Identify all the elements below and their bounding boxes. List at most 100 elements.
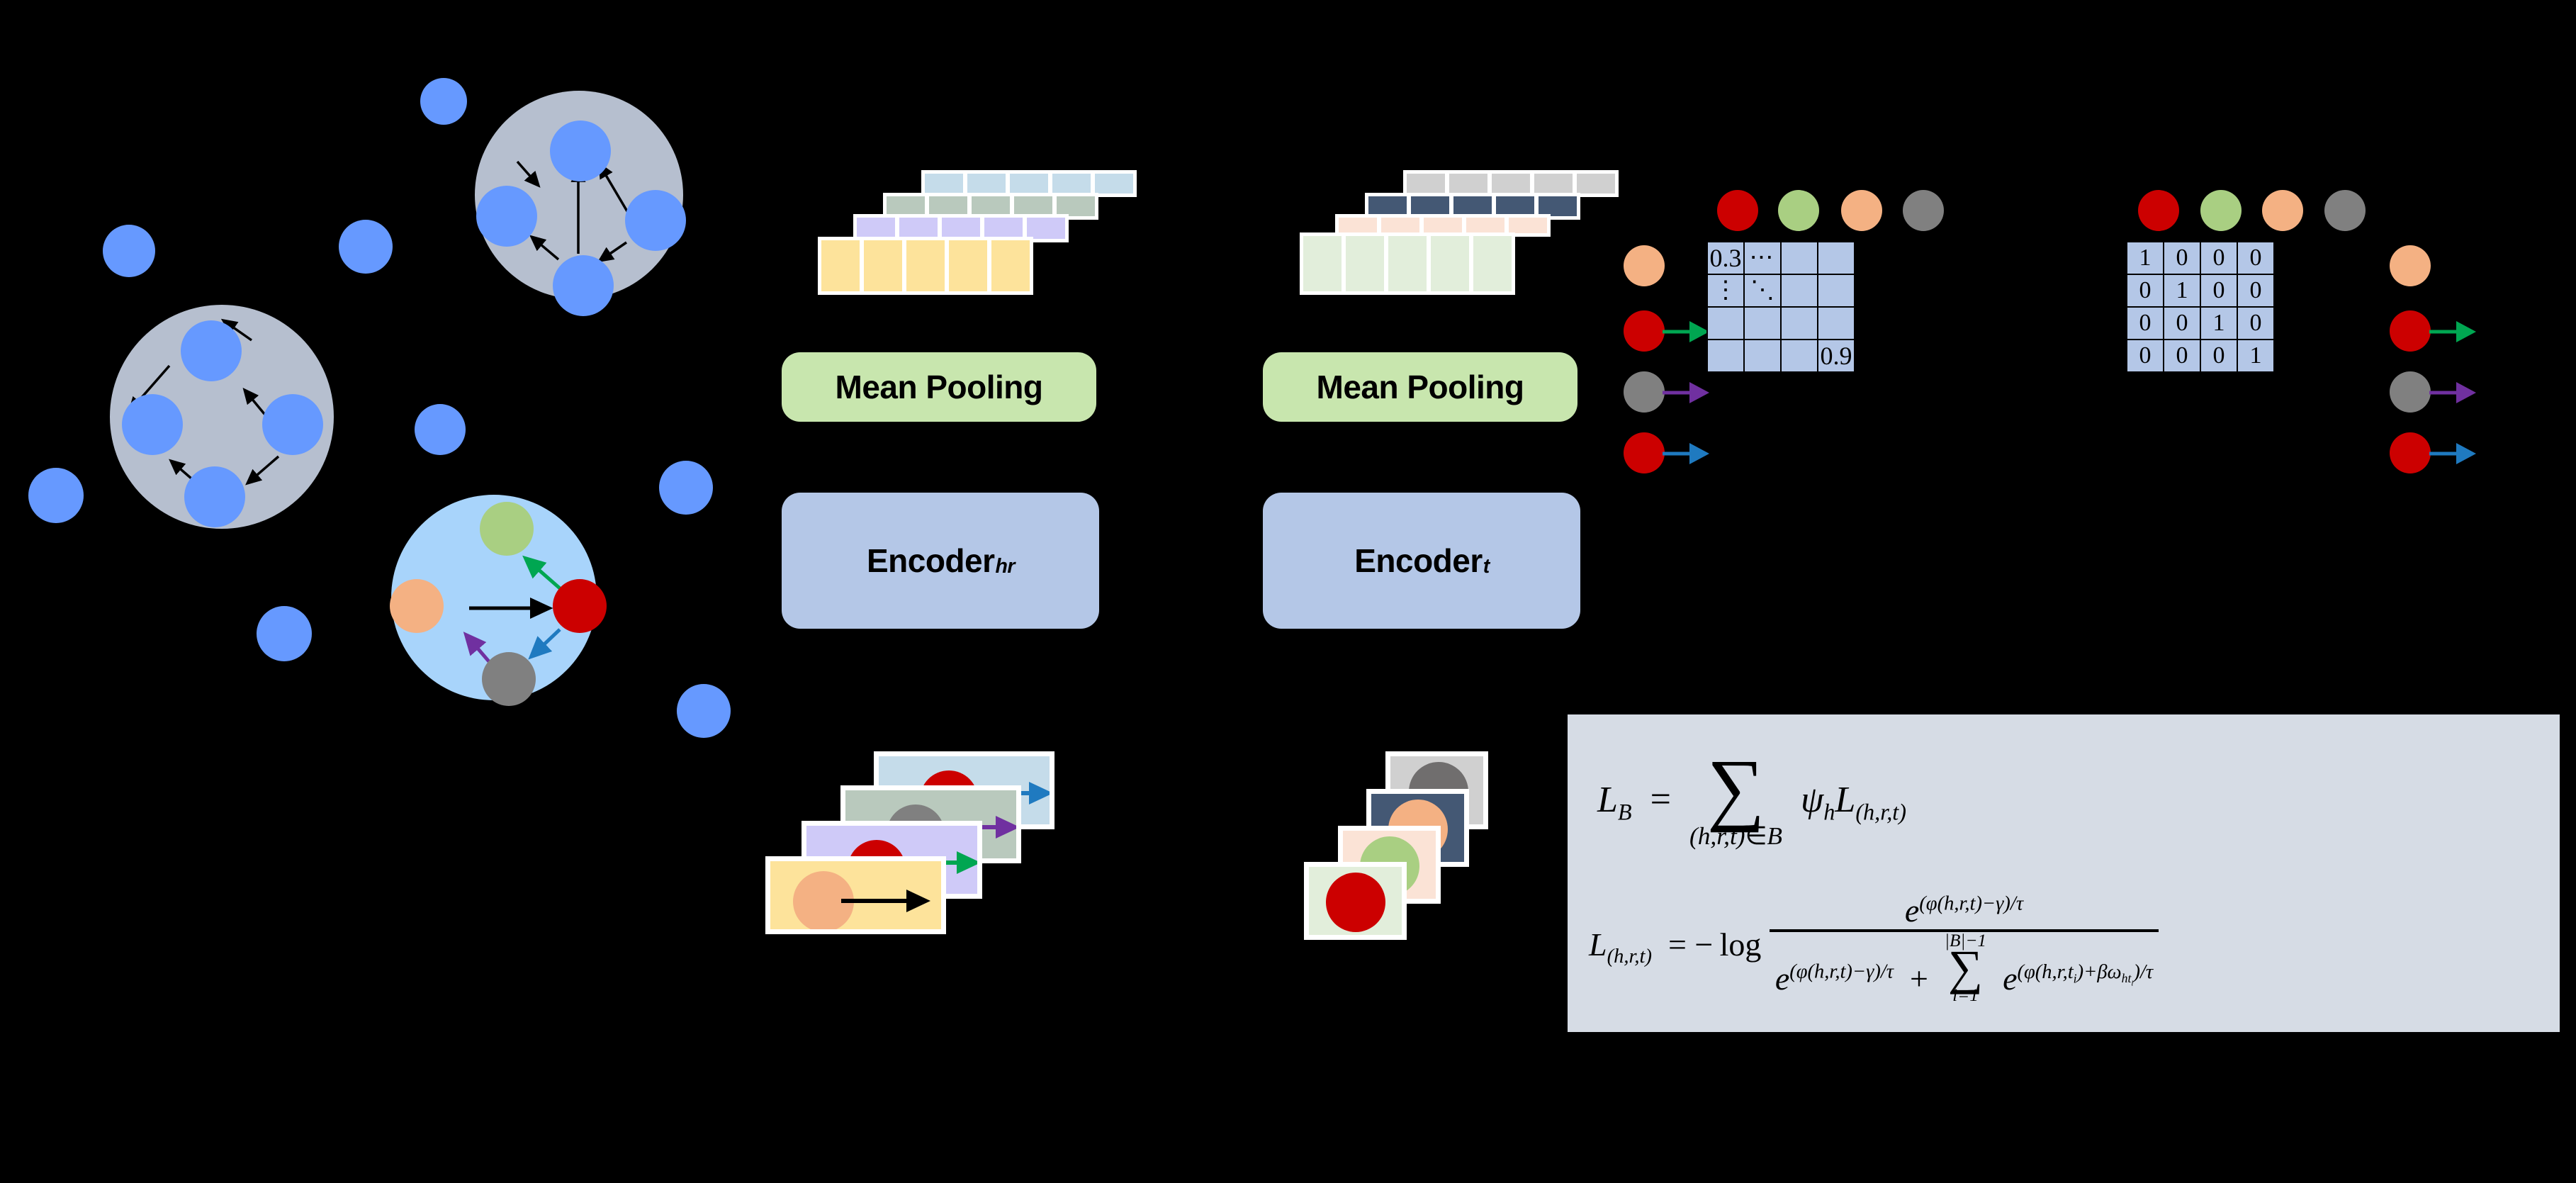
similarity-matrix: 0.3 ⋯ ⋮ ⋱ 0.9 [1706, 241, 1855, 373]
cluster-node [184, 466, 245, 527]
cluster-node [476, 186, 537, 247]
matrix-col-header-dot [1717, 190, 1758, 231]
embedding-cell [1010, 174, 1048, 194]
matrix-cell [1706, 339, 1745, 373]
embedding-row [1365, 193, 1580, 220]
embedding-cell [1388, 236, 1427, 291]
cluster-node [262, 394, 323, 455]
matrix-row-header-dot [2390, 371, 2431, 413]
table-row: 0 0 1 0 [2126, 306, 2275, 340]
card-entity [1326, 873, 1385, 932]
embedding-cell [887, 196, 925, 216]
matrix-cell [1743, 306, 1782, 340]
matrix-cell: 0 [2200, 274, 2238, 308]
embedding-cell [984, 218, 1023, 239]
entity-card [1304, 862, 1407, 940]
encoder-t-label: Encoder [1354, 542, 1483, 579]
triple-card [765, 856, 946, 934]
embedding-cell [1492, 174, 1530, 194]
matrix-cell: 0.9 [1817, 339, 1855, 373]
embedding-cell [1303, 236, 1342, 291]
matrix-row-header-dot [1624, 245, 1665, 286]
encoder-hr-subscript: hr [995, 555, 1016, 578]
embedding-cell [1453, 196, 1492, 216]
embedding-cell [949, 240, 987, 291]
similarity-matrix-group: 0.3 ⋯ ⋮ ⋱ 0.9 [1616, 177, 1991, 475]
table-row: 0.3 ⋯ [1706, 241, 1855, 275]
embedding-cell [821, 240, 860, 291]
embedding-row [818, 237, 1033, 295]
matrix-col-header-dot [2324, 190, 2366, 231]
entity-node-red [553, 579, 607, 633]
matrix-cell: 0 [2126, 274, 2164, 308]
cluster-node [625, 190, 686, 251]
matrix-cell [1817, 241, 1855, 275]
matrix-col-header-dot [2200, 190, 2242, 231]
entity-node-orange [390, 579, 444, 633]
table-row: 0.9 [1706, 339, 1855, 373]
embedding-cell [1014, 196, 1052, 216]
matrix-col-header-dot [2138, 190, 2179, 231]
cluster-highlighted-edges [463, 555, 561, 666]
matrix-cell [1780, 241, 1818, 275]
mean-pooling-t[interactable]: Mean Pooling [1263, 352, 1577, 422]
matrix-cell: 0 [2163, 306, 2201, 340]
loss-formula-line-1: LB = ∑ (h,r,t)∈B ψhL(h,r,t) [1597, 743, 1906, 850]
matrix-cell: ⋱ [1743, 274, 1782, 308]
scattered-node [677, 684, 731, 738]
entity-node-gray [482, 652, 536, 706]
scattered-node [415, 404, 466, 455]
matrix-row-header-dot [1624, 310, 1665, 352]
matrix-row-arrow-purple [1663, 382, 1709, 403]
matrix-col-header-dot [1903, 190, 1944, 231]
entity-node-green [480, 502, 534, 556]
scattered-node [339, 220, 393, 274]
embedding-cell [1381, 218, 1419, 233]
embedding-cell [942, 218, 980, 239]
embedding-cell [972, 196, 1010, 216]
embedding-row [1300, 232, 1515, 295]
matrix-cell: 0 [2200, 241, 2238, 275]
mean-pooling-t-label: Mean Pooling [1316, 369, 1525, 405]
table-row: 0 1 0 0 [2126, 274, 2275, 308]
mean-pooling-hr[interactable]: Mean Pooling [782, 352, 1096, 422]
matrix-row-arrow-green [1663, 321, 1709, 342]
embedding-cell [864, 240, 902, 291]
embedding-cell [967, 174, 1006, 194]
matrix-cell: ⋮ [1706, 274, 1745, 308]
embedding-cell [1534, 174, 1573, 194]
matrix-col-header-dot [1841, 190, 1882, 231]
embedding-row [921, 170, 1137, 197]
table-row: 1 0 0 0 [2126, 241, 2275, 275]
embedding-cell [929, 196, 967, 216]
matrix-cell: 1 [2163, 274, 2201, 308]
embedding-cell [1466, 218, 1504, 233]
scattered-node [257, 606, 312, 661]
matrix-cell: 0.3 [1706, 241, 1745, 275]
matrix-cell [1706, 306, 1745, 340]
matrix-cell: 0 [2237, 241, 2275, 275]
loss-formula-box: LB = ∑ (h,r,t)∈B ψhL(h,r,t) L(h,r,t) = −… [1568, 714, 2560, 1032]
matrix-cell: 0 [2237, 306, 2275, 340]
embedding-cell [1496, 196, 1534, 216]
hr-embedding-stack [808, 170, 1176, 295]
embedding-cell [1346, 236, 1384, 291]
embedding-cell [899, 218, 938, 239]
matrix-row-arrow-purple [2429, 382, 2476, 403]
mean-pooling-hr-label: Mean Pooling [835, 369, 1044, 405]
embedding-cell [1095, 174, 1133, 194]
table-row: 0 0 0 1 [2126, 339, 2275, 373]
matrix-cell: 0 [2200, 339, 2238, 373]
matrix-row-header-dot [2390, 432, 2431, 473]
matrix-row-header-dot [2390, 310, 2431, 352]
embedding-cell [1027, 218, 1065, 239]
matrix-col-header-dot [2262, 190, 2303, 231]
encoder-t-subscript: t [1483, 555, 1490, 578]
matrix-row-header-dot [2390, 245, 2431, 286]
matrix-cell: 0 [2126, 339, 2164, 373]
matrix-cell [1817, 274, 1855, 308]
cluster-node [553, 255, 614, 316]
